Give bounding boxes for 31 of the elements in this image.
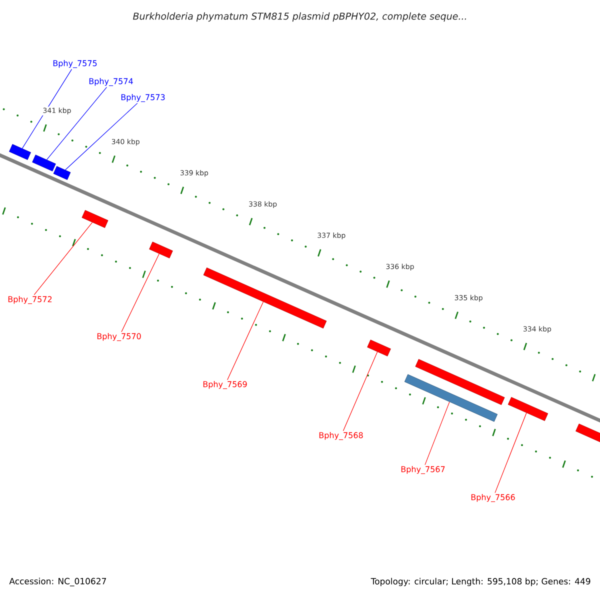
gene-bar bbox=[82, 210, 108, 228]
footer-text: Accession: NC_010627 bbox=[9, 578, 106, 586]
gene-label: Bphy_7574 bbox=[89, 78, 133, 86]
gene-bar bbox=[415, 359, 505, 405]
title: Burkholderia phymatum STM815 plasmid pBPHY02, complete seque... bbox=[133, 12, 466, 22]
leader-line bbox=[34, 222, 93, 296]
leader-line bbox=[65, 102, 138, 170]
leader-line bbox=[22, 68, 72, 149]
gene-label: Bphy_7567 bbox=[401, 466, 445, 474]
gene-bar bbox=[9, 144, 31, 160]
gene-label: Bphy_7573 bbox=[121, 94, 165, 102]
gene-label: Bphy_7568 bbox=[319, 432, 363, 440]
leader-line bbox=[121, 253, 160, 332]
gene-bar bbox=[149, 242, 173, 258]
gene-bar bbox=[53, 166, 71, 180]
gene-label: Bphy_7575 bbox=[53, 60, 97, 68]
leader-line bbox=[494, 412, 527, 494]
gene-bar bbox=[203, 268, 327, 328]
gene-bar bbox=[404, 374, 498, 422]
gene-label: Bphy_7566 bbox=[471, 494, 515, 502]
leader-line bbox=[46, 86, 108, 160]
leader-line bbox=[227, 302, 264, 380]
gene-bar bbox=[576, 424, 600, 444]
gene-label: Bphy_7572 bbox=[8, 296, 52, 304]
gene-label: Bphy_7570 bbox=[97, 333, 141, 341]
gene-bar bbox=[508, 397, 548, 421]
leader-line bbox=[342, 352, 378, 432]
gene-label: Bphy_7569 bbox=[203, 381, 247, 389]
gene-bar bbox=[367, 340, 391, 356]
gene-bar bbox=[32, 154, 56, 172]
footer-text: Topology: circular; Length: 595,108 bp; Genes: 449 bbox=[370, 578, 590, 586]
